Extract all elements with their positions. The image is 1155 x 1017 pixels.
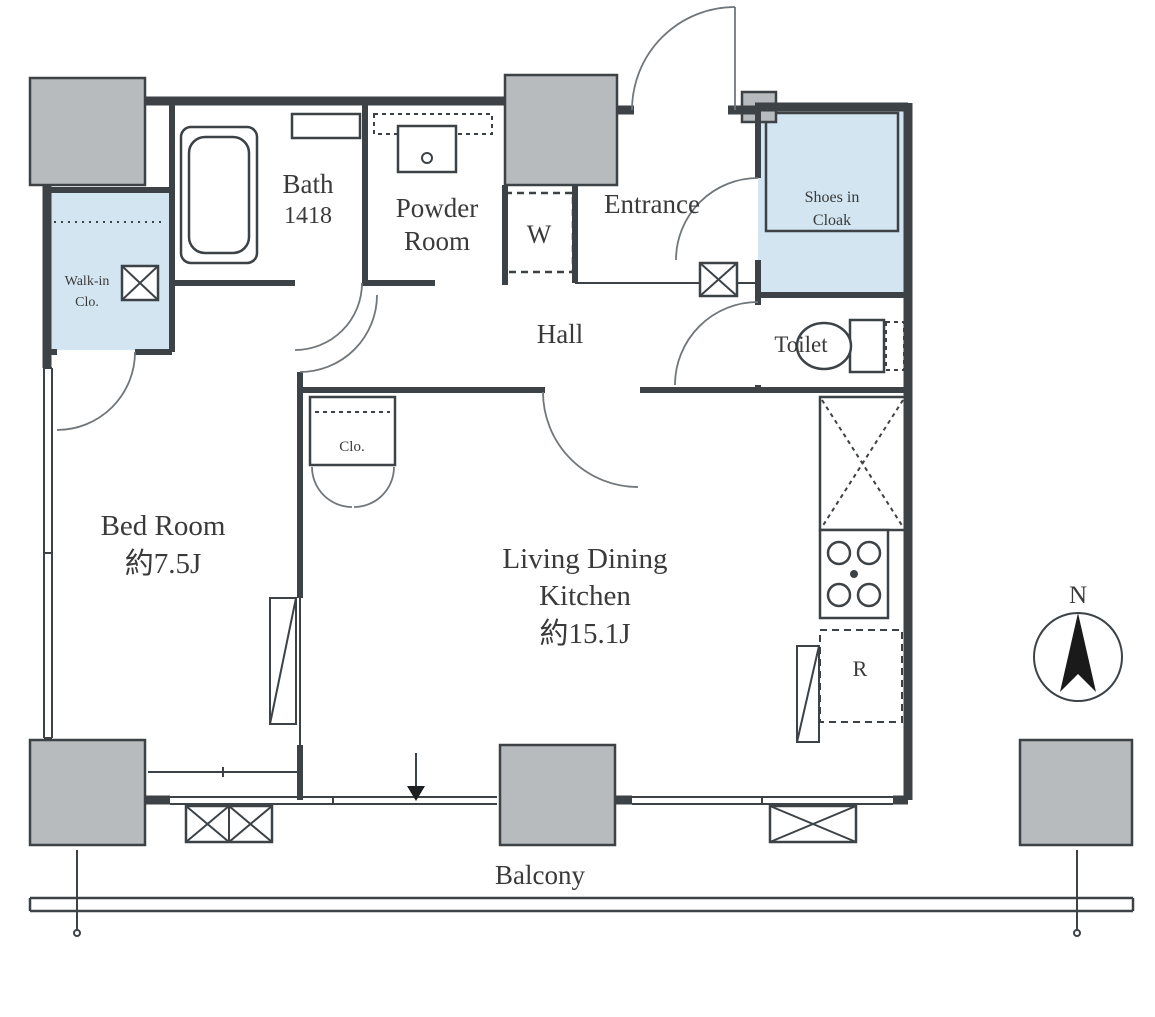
closet-bifold-arc-left (311, 466, 353, 508)
bathtub (179, 112, 362, 265)
burner-icon (856, 582, 882, 608)
bath-counter (290, 112, 362, 140)
door-arcs (56, 6, 759, 508)
window-south-ldk (632, 796, 893, 805)
cloak-door-arc (675, 177, 759, 261)
balcony-post-left-foot (73, 929, 81, 937)
powder-room-label-line2: Room (404, 226, 470, 256)
shoes-cloak-cabinet (764, 111, 900, 233)
washer-box (503, 191, 575, 274)
section-marker-triangle-icon (407, 786, 425, 801)
washer-symbol: W (527, 220, 552, 249)
ldk-size-label: 約15.1J (539, 617, 630, 650)
entrance-label: Entrance (604, 189, 700, 219)
toilet-door-arc (674, 301, 759, 386)
shoes-cloak-area (758, 107, 908, 295)
pillar-top-left (28, 76, 147, 187)
storage-areas (49, 107, 908, 532)
washer-space (503, 191, 575, 274)
sliding-panel-kitchen-diagonal (796, 645, 820, 743)
shoes-cloak-label-line1: Shoes in (805, 189, 860, 206)
north-arrow-icon (1060, 613, 1096, 692)
burner-icon (826, 582, 852, 608)
sliding-panel-kitchen (796, 645, 820, 743)
meter-box-cross (699, 262, 738, 297)
door-panels (269, 597, 820, 743)
walk-in-closet-door-arc (56, 351, 136, 431)
walk-in-closet-label-line2: Clo. (75, 295, 99, 310)
powder-room-label-line1: Powder (396, 193, 479, 223)
vent-panel-left-cross (185, 805, 273, 843)
toilet-fixture (795, 318, 886, 374)
vent-panel-right (768, 804, 858, 844)
burner-icon (826, 540, 852, 566)
bathtub-outer (179, 125, 259, 265)
room-labels: Bath 1418 Powder Room W Entrance Shoes i… (65, 169, 868, 890)
powder-sink (396, 124, 458, 174)
closet-area (308, 395, 397, 467)
bathtub-inner (187, 135, 251, 255)
balcony-label: Balcony (495, 860, 585, 890)
bath-label: Bath (283, 169, 334, 199)
bath-size-label: 1418 (284, 203, 332, 229)
faucet-icon (421, 152, 433, 164)
balcony-railing (28, 850, 1135, 937)
compass: N (1033, 582, 1123, 702)
windows (43, 282, 893, 805)
north-label: N (1069, 582, 1087, 609)
bedroom-door-arc (299, 294, 378, 373)
burner-icon (856, 540, 882, 566)
outer-walls (42, 96, 913, 805)
ldk-label-line2: Kitchen (539, 580, 631, 612)
railing-lines (28, 896, 1135, 913)
ldk-door-arc (542, 391, 639, 488)
bedroom-label: Bed Room (101, 510, 226, 542)
powder-counter (373, 113, 493, 135)
shoes-cloak-label-line2: Cloak (813, 212, 851, 229)
bedroom-sill-line (148, 767, 298, 777)
vent-panel-right-cross (769, 805, 857, 843)
drawer-case-cross (121, 265, 159, 301)
bath-door-arc (294, 282, 363, 351)
walk-in-closet-label-line1: Walk-in (65, 274, 110, 289)
window-west (43, 367, 53, 739)
stove-knob-icon (850, 570, 858, 578)
balcony-post-right-foot (1073, 929, 1081, 937)
ldk-label-line1: Living Dining (502, 543, 667, 575)
toilet-window (885, 321, 905, 371)
bedroom-size-label: 約7.5J (125, 547, 202, 580)
hall-label: Hall (537, 319, 584, 349)
sliding-panel-bedroom (269, 597, 297, 725)
walk-in-closet (54, 221, 166, 302)
kitchen-counter (818, 399, 904, 620)
entrance-door-arc (631, 6, 736, 111)
vent-panel-left (184, 804, 274, 844)
section-marker (407, 753, 425, 801)
meter-box (698, 261, 739, 298)
pillar-top-middle (503, 73, 619, 187)
window-south-bedroom-ldk (170, 796, 497, 805)
sink-basin (396, 124, 458, 174)
closet-label: Clo. (339, 439, 364, 455)
toilet-tank (848, 318, 886, 374)
pillar-bottom-middle (498, 743, 617, 847)
pillars (28, 73, 1134, 847)
pillar-bottom-right (1018, 738, 1134, 847)
sliding-panel-bedroom-diagonal (269, 597, 297, 725)
toilet-label: Toilet (774, 332, 828, 357)
refrigerator-symbol: R (853, 656, 868, 681)
toilet-bowl (795, 321, 853, 371)
pillar-bottom-left (28, 738, 147, 847)
closet-bifold-arc-right (353, 466, 395, 508)
sink-counter-hatch (821, 399, 904, 528)
